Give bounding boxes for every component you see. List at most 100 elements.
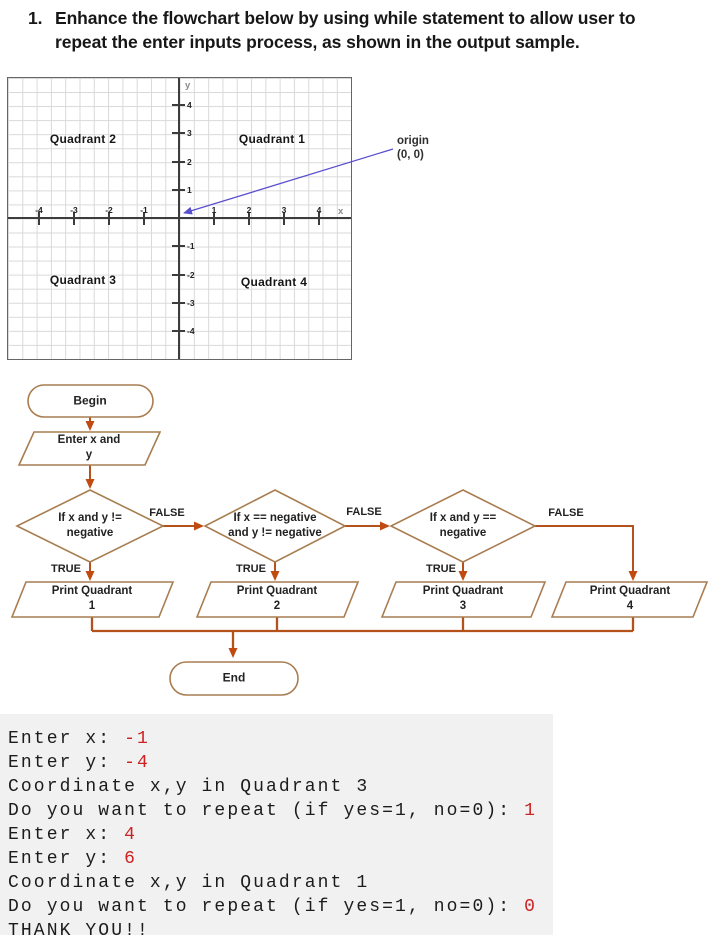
node-decision2-shape [203,489,347,563]
node-begin-label: Begin [73,393,107,408]
edge-false-decision3-print4 [535,525,638,581]
origin-annotation-line-2: (0, 0) [397,149,424,161]
node-print2-line-2: 2 [273,600,281,612]
node-print4-shape [550,581,709,618]
y-axis-tick [172,104,185,106]
question-line-1: Enhance the flowchart below by using whi… [55,8,636,28]
console-line-5: Enter x: 4 [8,823,553,847]
console-line-9: THANK YOU!! [8,919,553,943]
node-end-shape [169,661,299,696]
y-axis-letter: y [185,80,191,91]
console-line-7: Coordinate x,y in Quadrant 1 [8,871,553,895]
node-end-label: End [222,670,246,685]
y-axis-tick [172,188,185,191]
edge-label-true-1: TRUE [51,563,81,575]
x-axis-tick [38,212,40,225]
origin-annotation: origin (0, 0) [397,134,429,162]
quadrant-4-label: Quadrant 4 [240,275,308,289]
y-axis-tick [172,330,185,332]
y-axis-tick [172,160,185,163]
question-text: Enhance the flowchart below by using whi… [55,7,636,54]
node-print4-line-1: Print Quadrant [589,585,671,597]
x-axis-tick [108,212,110,225]
node-decision3-line-1: If x and y == [429,512,497,524]
node-decision1-line-2: negative [66,527,114,539]
x-axis-tick [143,212,145,225]
node-print2-shape [195,581,360,618]
x-axis-tick [213,212,215,225]
console-user-value: 1 [524,801,537,821]
node-decision2-line-2: and y != negative [228,527,322,539]
y-axis-tick [172,245,185,248]
edge-merge-bus [90,617,635,633]
console-line-8: Do you want to repeat (if yes=1, no=0): … [8,895,553,919]
console-prompt: Enter x: [8,825,125,845]
console-prompt: THANK YOU!! [8,921,150,941]
console-user-value: 0 [524,897,537,917]
x-axis-letter: x [338,206,344,217]
x-axis-tick-label: -4 [35,205,43,215]
y-axis-tick [172,301,185,304]
console-line-2: Enter y: -4 [8,751,553,775]
console-prompt: Coordinate x,y in Quadrant 3 [8,777,370,797]
x-axis-tick-label: -2 [105,205,113,215]
x-axis-tick-label: 4 [316,205,322,215]
node-decision3-shape [389,489,537,563]
y-axis-tick [172,132,185,135]
y-axis-tick-label: -3 [187,297,195,308]
node-print3-line-1: Print Quadrant [422,585,504,597]
node-print3-line-2: 3 [459,600,467,612]
edge-label-true-2: TRUE [236,563,266,575]
console-output: Enter x: -1 Enter y: -4 Coordinate x,y i… [0,714,553,941]
x-axis-tick [248,212,250,225]
node-begin-shape [27,384,154,418]
y-axis-tick-label: 1 [187,184,192,195]
x-axis-tick [283,212,285,225]
x-axis-tick-label: -3 [70,205,78,215]
console-line-1: Enter x: -1 [8,727,553,751]
console-prompt: Enter y: [8,753,125,773]
node-print1-shape [10,581,175,618]
node-decision1-line-1: If x and y != [58,512,122,524]
edge-label-true-3: TRUE [426,563,456,575]
y-axis-tick-label: -4 [187,326,195,336]
quadrant-2-label: Quadrant 2 [49,132,117,146]
console-prompt: Do you want to repeat (if yes=1, no=0): [8,801,525,821]
y-axis-tick-label: -1 [187,241,195,252]
console-prompt: Enter y: [8,849,125,869]
node-print1-line-1: Print Quadrant [51,585,133,597]
flowchart: Begin Enter x and y If x and y != negati… [0,378,721,708]
node-input-line-1: Enter x and [57,434,121,446]
y-axis-tick-label: 2 [187,156,192,167]
node-print3-shape [380,581,547,618]
question-title: 1. Enhance the flowchart below by using … [28,7,636,54]
node-input-shape [17,431,162,466]
console-prompt: Do you want to repeat (if yes=1, no=0): [8,897,525,917]
y-axis-tick-label: 4 [187,100,192,110]
question-line-2: repeat the enter inputs process, as show… [55,31,580,52]
x-axis-tick [73,212,75,225]
console-prompt: Coordinate x,y in Quadrant 1 [8,873,370,893]
node-decision1-shape [15,489,165,563]
flowchart-canvas [10,384,709,696]
quadrant-3-label: Quadrant 3 [49,273,117,287]
console-user-value: 4 [124,825,138,845]
edge-label-false-2: FALSE [346,506,382,518]
question-number: 1. [28,8,43,28]
x-axis-tick-label: 2 [246,205,252,215]
console-prompt: Enter x: [8,729,125,749]
console-user-value: 6 [124,849,138,869]
y-axis-tick [172,273,185,276]
node-print4-line-2: 4 [626,600,634,612]
edge-label-false-1: FALSE [149,507,185,519]
x-axis-tick-label: -1 [140,205,148,215]
node-input-line-2: y [85,449,93,461]
console-line-4: Do you want to repeat (if yes=1, no=0): … [8,799,553,823]
console-user-value: -1 [124,729,150,749]
node-decision3-line-2: negative [439,527,487,539]
node-print1-line-2: 1 [88,600,96,612]
x-axis-tick-label: 3 [281,205,287,215]
x-axis-tick [318,212,320,225]
node-print2-line-1: Print Quadrant [236,585,318,597]
